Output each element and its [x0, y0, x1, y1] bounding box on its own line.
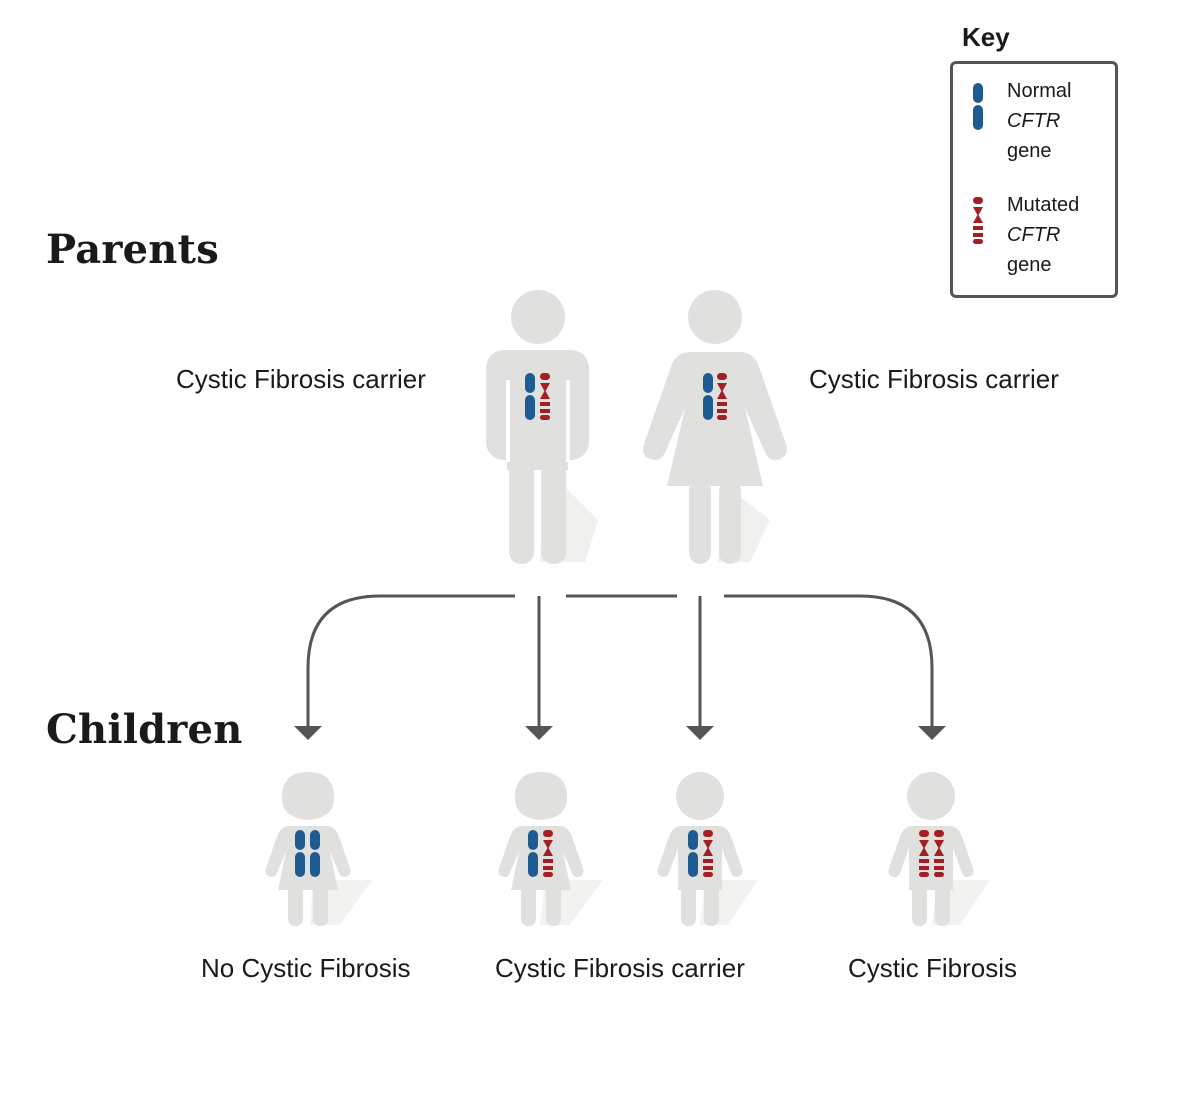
- mother-label: Cystic Fibrosis carrier: [809, 364, 1059, 394]
- child-outcome-cf: Cystic Fibrosis: [848, 953, 1018, 983]
- child-figure-girl-1: [265, 772, 372, 926]
- child-figure-boy-1: [657, 772, 758, 926]
- arrowheads: [294, 726, 946, 740]
- key-normal-gene-icon: [973, 83, 983, 130]
- key-mutated-text: Mutated CFTR gene: [1007, 190, 1079, 280]
- key-normal-text: Normal CFTR gene: [1007, 76, 1071, 166]
- parents-heading: Parents: [46, 226, 219, 273]
- children-heading: Children: [46, 706, 243, 753]
- key-title: Key: [962, 22, 1010, 52]
- key-normal-line1: Normal: [1007, 80, 1072, 102]
- key-mutated-gene-icon: [973, 197, 983, 244]
- mother-figure: [643, 290, 787, 564]
- key-mutated-line3: gene: [1007, 254, 1052, 276]
- child-outcome-carrier: Cystic Fibrosis carrier: [495, 953, 745, 983]
- key-mutated-line1: Mutated: [1007, 194, 1080, 216]
- father-figure: [486, 290, 598, 564]
- key-normal-line2: CFTR: [1007, 110, 1061, 132]
- father-label: Cystic Fibrosis carrier: [176, 364, 426, 394]
- key-box: [950, 61, 1118, 298]
- child-figure-boy-2: [888, 772, 990, 926]
- child-figure-girl-2: [498, 772, 603, 926]
- key-normal-line3: gene: [1007, 140, 1052, 162]
- inheritance-arrows: [306, 594, 934, 726]
- child-outcome-no-cf: No Cystic Fibrosis: [201, 953, 411, 983]
- key-mutated-line2: CFTR: [1007, 224, 1061, 246]
